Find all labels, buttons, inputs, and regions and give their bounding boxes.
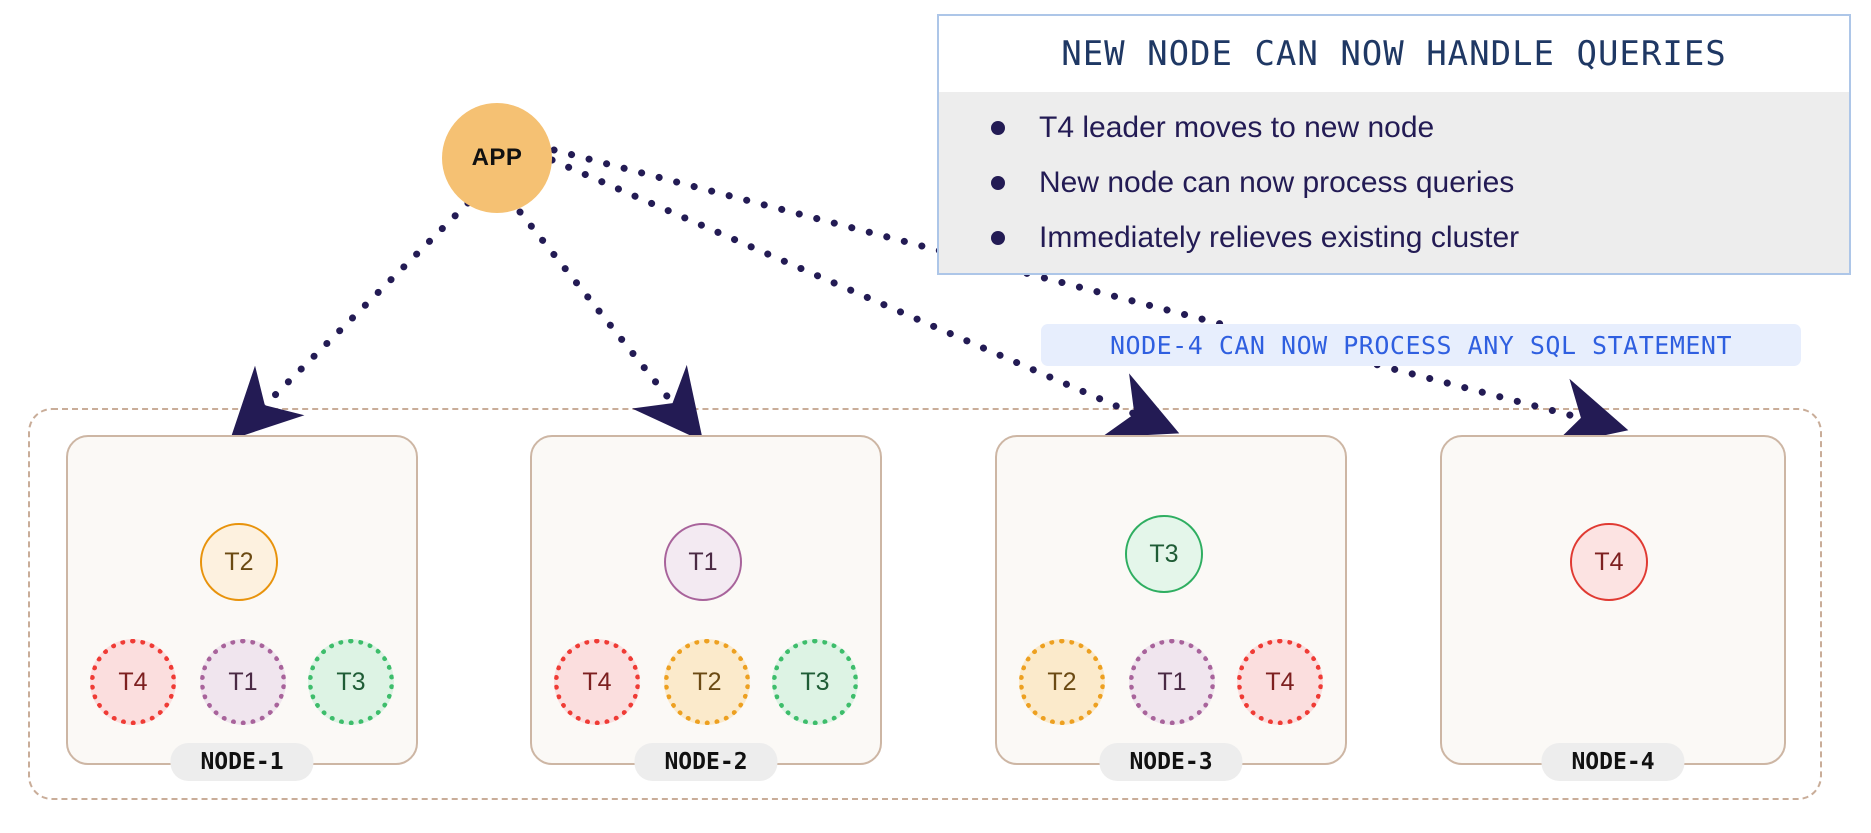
info-list-item: New node can now process queries (939, 155, 1849, 210)
follower-shard-t4[interactable]: T4 (1237, 639, 1323, 725)
arrow-app-to-node2 (516, 208, 704, 442)
info-item-text: T4 leader moves to new node (1039, 110, 1435, 144)
info-panel-title: NEW NODE CAN NOW HANDLE QUERIES (1061, 34, 1727, 74)
info-panel: NEW NODE CAN NOW HANDLE QUERIES T4 leade… (937, 14, 1851, 275)
follower-shard-t2[interactable]: T2 (1019, 639, 1105, 725)
arrow-app-to-node1 (230, 199, 472, 440)
info-list-item: T4 leader moves to new node (939, 100, 1849, 155)
follower-shard-t1[interactable]: T1 (200, 639, 286, 725)
shard-label: T1 (1157, 667, 1187, 696)
leader-shard-t4[interactable]: T4 (1570, 523, 1648, 601)
follower-shard-t2[interactable]: T2 (664, 639, 750, 725)
shard-label: T2 (1047, 667, 1077, 696)
shard-label: T3 (800, 667, 830, 696)
follower-shard-t3[interactable]: T3 (772, 639, 858, 725)
bullet-icon (991, 120, 1005, 135)
shard-label: T3 (1149, 539, 1179, 568)
shard-label: T1 (688, 547, 718, 576)
shard-label: T4 (582, 667, 612, 696)
shard-label: T4 (118, 667, 148, 696)
info-panel-body: T4 leader moves to new node New node can… (939, 92, 1849, 273)
callout-text: NODE-4 CAN NOW PROCESS ANY SQL STATEMENT (1109, 330, 1733, 360)
info-list-item: Immediately relieves existing cluster (939, 210, 1849, 265)
info-item-text: New node can now process queries (1039, 165, 1515, 199)
shard-label: T4 (1594, 547, 1624, 576)
bullet-icon (991, 175, 1005, 190)
callout-banner: NODE-4 CAN NOW PROCESS ANY SQL STATEMENT (1041, 324, 1801, 366)
follower-shard-t1[interactable]: T1 (1129, 639, 1215, 725)
app-node[interactable]: APP (442, 103, 552, 213)
leader-shard-t3[interactable]: T3 (1125, 515, 1203, 593)
info-item-text: Immediately relieves existing cluster (1039, 220, 1520, 254)
app-label: APP (471, 144, 523, 171)
follower-shard-t4[interactable]: T4 (554, 639, 640, 725)
shard-label: T1 (228, 667, 258, 696)
node-name-badge: NODE-4 (1541, 743, 1685, 781)
shard-label: T3 (336, 667, 366, 696)
leader-shard-t1[interactable]: T1 (664, 523, 742, 601)
follower-shard-t3[interactable]: T3 (308, 639, 394, 725)
follower-shard-t4[interactable]: T4 (90, 639, 176, 725)
shard-label: T4 (1265, 667, 1295, 696)
bullet-icon (991, 230, 1005, 245)
node-name-badge: NODE-1 (170, 743, 314, 781)
node-name-badge: NODE-2 (634, 743, 778, 781)
leader-shard-t2[interactable]: T2 (200, 523, 278, 601)
shard-label: T2 (224, 547, 254, 576)
node-name-badge: NODE-3 (1099, 743, 1243, 781)
shard-label: T2 (692, 667, 722, 696)
